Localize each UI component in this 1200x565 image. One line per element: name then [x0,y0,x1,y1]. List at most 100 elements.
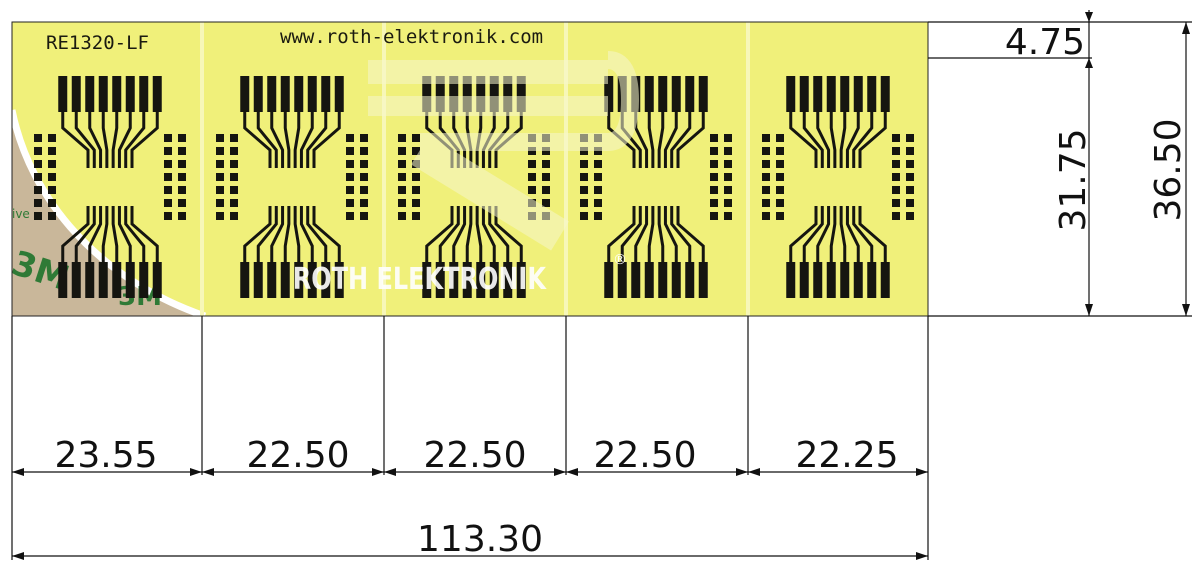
trace-bottom [306,206,328,262]
pcb-board: 3M 3M ive RE1320-LF www.roth-elektronik.… [12,22,928,316]
trace-bottom [657,206,665,262]
grid-pad [230,147,238,155]
pad-top [58,76,68,112]
grid-pad [580,199,588,207]
grid-pad [542,160,550,168]
pad-top [422,76,432,112]
pad-bottom [449,262,459,298]
pad-top [799,76,809,112]
trace-bottom [634,206,649,262]
trace-bottom [802,206,824,262]
grid-pad [48,173,56,181]
website-label: www.roth-elektronik.com [280,26,543,48]
grid-pad [762,160,770,168]
pad-bottom [139,262,149,298]
pad-bottom [786,262,796,298]
pad-top [880,76,890,112]
grid-pad [528,186,536,194]
grid-pad [724,160,732,168]
grid-pad [398,134,406,142]
pad-bottom [462,262,472,298]
module-divider-2 [382,22,386,316]
pad-top [604,76,614,112]
grid-pad [892,199,900,207]
pad-bottom [280,262,290,298]
grid-pad [48,160,56,168]
dim-section-5: 22.25 [795,435,898,476]
footprint-4 [580,76,732,298]
grid-pad [164,160,172,168]
trace-bottom [475,206,483,262]
grid-pad [724,186,732,194]
grid-pad [412,199,420,207]
pad-top [476,76,486,112]
grid-pad [164,147,172,155]
trace-bottom [243,206,272,262]
pad-top [503,76,513,112]
pad-bottom [71,262,81,298]
trace-bottom [852,206,874,262]
grid-pad [230,134,238,142]
pad-bottom [658,262,668,298]
grid-pad [48,134,56,142]
pad-top [112,76,122,112]
grid-pad [594,212,602,220]
trace-bottom [425,206,454,262]
grid-pad [346,134,354,142]
module-divider-1 [200,22,204,316]
grid-pad [360,160,368,168]
grid-pad [906,147,914,155]
grid-pad [542,173,550,181]
pad-bottom [152,262,162,298]
grid-pad [216,186,224,194]
grid-pad [34,160,42,168]
trace-top [283,112,291,168]
trace-top [299,112,314,168]
grid-pad [776,160,784,168]
grid-pad [360,212,368,220]
pad-bottom [294,262,304,298]
pad-top [698,76,708,112]
trace-bottom [816,206,831,262]
pad-bottom [671,262,681,298]
trace-top [789,112,818,168]
grid-pad [230,199,238,207]
pad-top [85,76,95,112]
grid-pad [216,212,224,220]
grid-pad [580,212,588,220]
grid-pad [398,212,406,220]
trace-top [839,112,847,168]
trace-top [111,112,119,168]
sticker-small-text: ive [12,207,30,221]
grid-pad [230,160,238,168]
pad-bottom [240,262,250,298]
pad-bottom [644,262,654,298]
dim-section-height: 31.75 [1053,128,1094,231]
pad-bottom [685,262,695,298]
grid-pad [594,186,602,194]
pad-bottom [503,262,513,298]
trace-bottom [620,206,642,262]
grid-pad [776,186,784,194]
grid-pad [48,186,56,194]
grid-pad [346,186,354,194]
grid-pad [346,199,354,207]
grid-pad [360,186,368,194]
grid-pad [216,160,224,168]
trace-bottom [124,206,146,262]
grid-pad [48,147,56,155]
grid-pad [178,160,186,168]
trace-bottom [670,206,692,262]
pad-bottom [267,262,277,298]
pad-bottom [435,262,445,298]
pad-top [826,76,836,112]
grid-pad [178,147,186,155]
trace-bottom [61,206,90,262]
grid-pad [34,134,42,142]
pad-bottom [826,262,836,298]
pad-bottom [125,262,135,298]
grid-pad [164,134,172,142]
grid-pad [594,173,602,181]
board-outline [11,21,929,317]
